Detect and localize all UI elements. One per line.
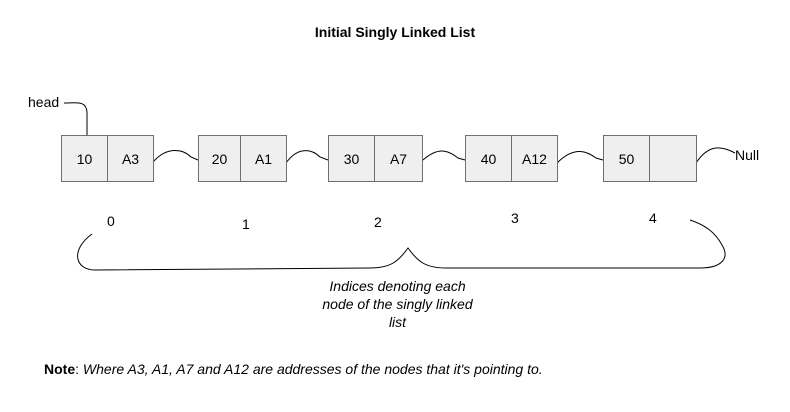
link-node-0-to-1 (152, 150, 199, 163)
null-label: Null (735, 147, 760, 163)
node-next-address: A12 (522, 150, 547, 167)
footnote: Note: Where A3, A1, A7 and A12 are addre… (44, 361, 543, 377)
brace-annotation-line: Indices denoting each (329, 278, 466, 294)
node-value: 30 (329, 136, 376, 181)
index-label-1: 1 (242, 216, 250, 232)
link-node-2-to-3 (422, 150, 466, 161)
list-node-3: 40 A12 (465, 135, 558, 182)
node-value: 10 (62, 136, 108, 181)
link-node-1-to-2 (285, 150, 329, 164)
brace-annotation-line: list (388, 314, 407, 330)
index-label-0: 0 (107, 213, 115, 229)
node-value: 20 (199, 136, 242, 181)
note-label: Note (44, 361, 76, 377)
note-text: Where A3, A1, A7 and A12 are addresses o… (82, 361, 543, 377)
node-next-address: A3 (121, 150, 140, 167)
index-brace (77, 219, 726, 271)
note-separator: : (75, 361, 83, 377)
link-node-3-to-4 (556, 151, 604, 164)
node-next-address (650, 136, 696, 181)
node-next-address: A1 (254, 150, 273, 167)
brace-annotation-line: node of the singly linked (322, 296, 473, 312)
list-node-0: 10 A3 (61, 135, 154, 182)
head-label: head (28, 94, 60, 110)
list-node-4: 50 (603, 135, 697, 182)
index-label-3: 3 (511, 210, 519, 226)
node-value: 50 (604, 136, 651, 181)
head-pointer-line (63, 102, 88, 135)
index-label-2: 2 (374, 214, 382, 230)
index-label-4: 4 (649, 210, 657, 226)
link-node-4-to-null (695, 147, 736, 164)
diagram-title: Initial Singly Linked List (314, 24, 476, 40)
list-node-1: 20 A1 (198, 135, 287, 182)
node-value: 40 (466, 136, 512, 181)
node-next-address: A7 (389, 150, 408, 167)
brace-annotation: Indices denoting each node of the singly… (310, 277, 485, 331)
list-node-2: 30 A7 (328, 135, 423, 182)
